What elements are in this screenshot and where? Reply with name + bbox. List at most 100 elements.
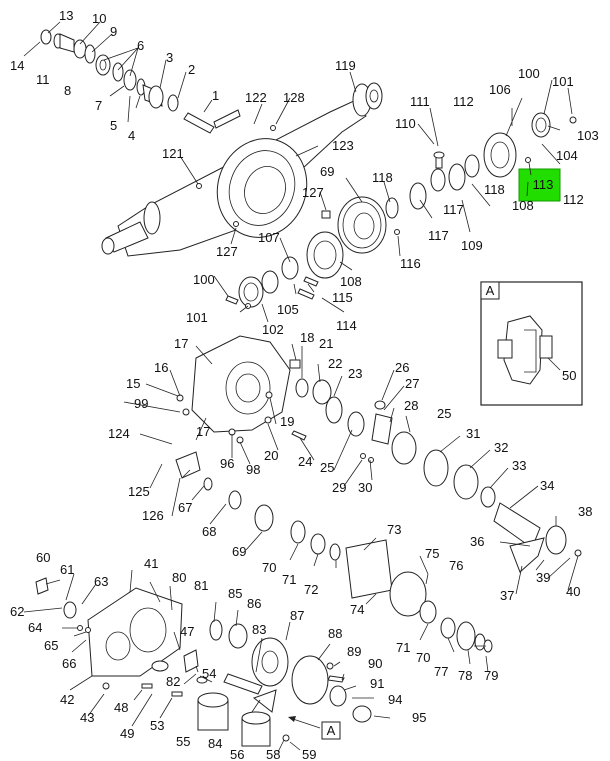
callout-111: 111 xyxy=(410,94,430,109)
callout-36: 36 xyxy=(470,534,484,549)
callout-87: 87 xyxy=(290,608,304,623)
callout-27: 27 xyxy=(405,376,419,391)
callout-24: 24 xyxy=(298,454,312,469)
highlighted-part-113[interactable]: 113 xyxy=(518,157,561,202)
callout-110: 110 xyxy=(395,116,416,131)
callout-64: 64 xyxy=(28,620,42,635)
callout-69-top: 69 xyxy=(320,164,334,179)
callout-71-left: 71 xyxy=(282,572,296,587)
callout-65: 65 xyxy=(44,638,58,653)
callout-71-right: 71 xyxy=(396,640,410,655)
callout-96: 96 xyxy=(220,456,234,471)
callout-101-lower: 101 xyxy=(186,310,208,325)
callout-41: 41 xyxy=(144,556,158,571)
callout-49: 49 xyxy=(120,726,134,741)
callout-122: 122 xyxy=(245,90,267,105)
callout-99: 99 xyxy=(134,396,148,411)
callout-4: 4 xyxy=(128,128,135,143)
callout-58: 58 xyxy=(266,747,280,761)
callout-108-right: 108 xyxy=(512,198,534,213)
callout-31: 31 xyxy=(466,426,480,441)
callout-118-left: 118 xyxy=(372,170,393,185)
callout-5: 5 xyxy=(110,118,117,133)
callout-84: 84 xyxy=(208,736,222,751)
callout-54: 54 xyxy=(202,666,216,681)
callout-112-top: 112 xyxy=(453,94,474,109)
leader-lines xyxy=(23,21,579,753)
callout-1: 1 xyxy=(212,88,219,103)
lower-parts xyxy=(35,577,372,747)
callout-33: 33 xyxy=(512,458,526,473)
callout-47: 47 xyxy=(180,624,194,639)
inter-axle-parts xyxy=(176,359,582,573)
callout-115: 115 xyxy=(332,290,353,305)
callout-61: 61 xyxy=(60,562,74,577)
callout-66: 66 xyxy=(62,656,76,671)
callout-83: 83 xyxy=(252,622,266,637)
callout-63: 63 xyxy=(94,574,108,589)
callout-125: 125 xyxy=(128,484,150,499)
callout-21: 21 xyxy=(319,336,333,351)
view-a-marker-label: A xyxy=(327,723,336,738)
callout-53: 53 xyxy=(150,718,164,733)
highlight-label: 113 xyxy=(533,177,554,192)
callout-39: 39 xyxy=(536,570,550,585)
hub-parts xyxy=(40,29,179,112)
callout-128: 128 xyxy=(283,90,305,105)
callout-94: 94 xyxy=(388,692,402,707)
callout-59: 59 xyxy=(302,747,316,761)
callout-85: 85 xyxy=(228,586,242,601)
callout-80: 80 xyxy=(172,570,186,585)
callout-48: 48 xyxy=(114,700,128,715)
inset-letter: A xyxy=(486,283,495,298)
callout-95: 95 xyxy=(412,710,426,725)
callout-116: 116 xyxy=(400,256,421,271)
callout-86: 86 xyxy=(247,596,261,611)
callout-16: 16 xyxy=(154,360,168,375)
callout-11: 11 xyxy=(36,72,50,87)
carrier-housing-17 xyxy=(191,335,291,433)
callout-30: 30 xyxy=(358,480,372,495)
axle-housing-assembly xyxy=(101,82,383,257)
callout-70-left: 70 xyxy=(262,560,276,575)
callout-112-right: 112 xyxy=(563,192,584,207)
callout-42: 42 xyxy=(60,692,74,707)
callout-127: 127 xyxy=(302,185,324,200)
callout-25-right: 25 xyxy=(437,406,451,421)
callout-106: 106 xyxy=(489,82,511,97)
inset-view-a: A 50 xyxy=(480,281,583,406)
callout-10: 10 xyxy=(92,11,106,26)
callout-114: 114 xyxy=(336,318,357,333)
cover-housing-41 xyxy=(87,587,183,677)
callout-34: 34 xyxy=(540,478,554,493)
callout-117-lower: 117 xyxy=(428,228,449,243)
callout-105: 105 xyxy=(277,302,299,317)
callout-70-right: 70 xyxy=(416,650,430,665)
input-shaft-parts xyxy=(175,451,493,653)
callout-3: 3 xyxy=(166,50,173,65)
callout-25-lower: 25 xyxy=(320,460,334,475)
callout-17-top: 17 xyxy=(174,336,188,351)
callout-74: 74 xyxy=(350,602,364,617)
callout-124: 124 xyxy=(108,426,130,441)
callout-17-lower: 17 xyxy=(196,424,210,439)
callout-55: 55 xyxy=(176,734,190,749)
callout-77: 77 xyxy=(434,664,448,679)
callout-117-upper: 117 xyxy=(443,202,464,217)
fitting-121 xyxy=(196,183,202,189)
callout-62: 62 xyxy=(10,604,24,619)
bolt-128 xyxy=(270,125,276,131)
callout-127-lower: 127 xyxy=(216,244,238,259)
callout-103: 103 xyxy=(577,128,599,143)
callout-22: 22 xyxy=(328,356,342,371)
callout-60: 60 xyxy=(36,550,50,565)
callout-18: 18 xyxy=(300,330,314,345)
callout-7: 7 xyxy=(95,98,102,113)
carrier-cap-106 xyxy=(483,112,577,178)
callout-75: 75 xyxy=(425,546,439,561)
callout-90: 90 xyxy=(368,656,382,671)
plug-127-lower xyxy=(233,221,239,227)
callout-81: 81 xyxy=(194,578,208,593)
callout-79: 79 xyxy=(484,668,498,683)
